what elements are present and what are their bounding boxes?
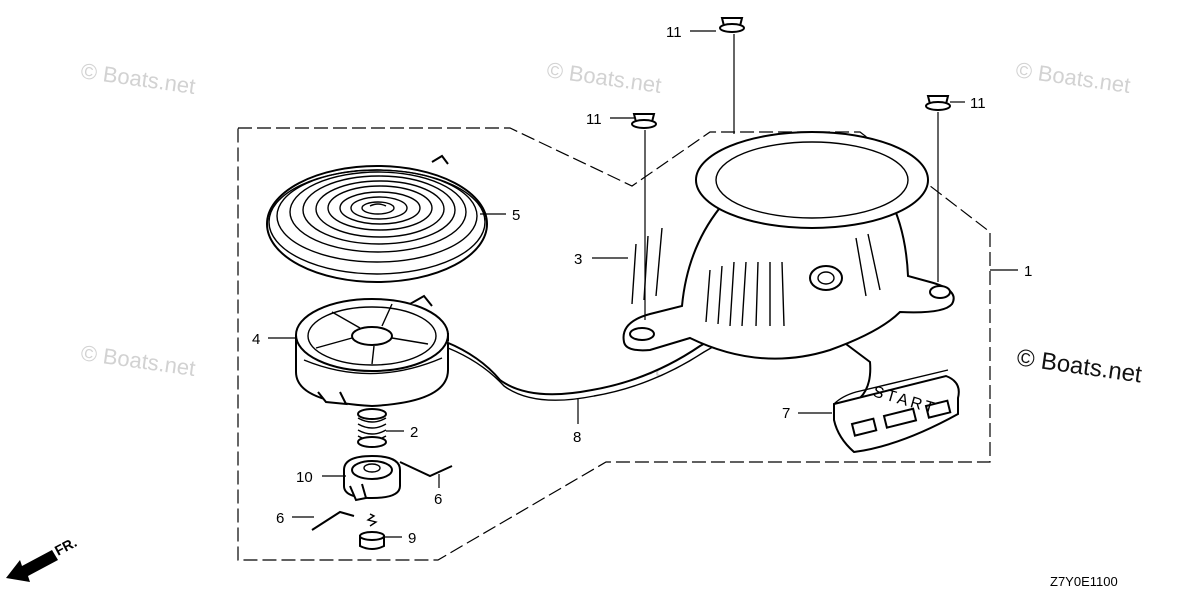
flange-nut-right	[925, 95, 951, 111]
recoil-spring	[266, 154, 488, 283]
flange-nut-top	[719, 17, 745, 33]
callout-9: 9	[408, 530, 416, 547]
callout-2: 2	[410, 424, 418, 441]
watermark-top-left: © Boats.net	[79, 58, 197, 99]
callout-10: 10	[296, 469, 313, 486]
starter-grip: START	[833, 343, 960, 454]
flange-nut-left	[631, 113, 657, 129]
ratchet-spring	[357, 408, 387, 448]
callout-11-top: 11	[666, 24, 682, 41]
callout-3: 3	[574, 251, 582, 268]
set-screw	[359, 513, 385, 550]
front-marker-text: FR.	[52, 534, 79, 559]
callout-4: 4	[252, 331, 260, 348]
diagram-code: Z7Y0E1100	[1050, 574, 1118, 589]
assembly-boundary-dashed	[237, 127, 991, 561]
callout-11-left: 11	[586, 111, 602, 128]
callout-labels: 1 2 3 4 5 6 6 7 8 9 10 11 11 11	[252, 24, 1032, 547]
callout-8: 8	[573, 429, 581, 446]
watermark-top-right: © Boats.net	[1014, 57, 1132, 98]
leader-lines	[268, 30, 1018, 538]
starter-reel	[295, 294, 449, 408]
friction-springs	[311, 461, 453, 531]
callout-6-ratchet-side: 6	[434, 491, 442, 508]
callout-6-lower: 6	[276, 510, 284, 527]
front-direction-marker: FR.	[6, 534, 79, 582]
callout-1: 1	[1024, 263, 1032, 280]
starter-housing	[622, 131, 955, 360]
watermark-top-center: © Boats.net	[545, 57, 663, 98]
callout-7: 7	[782, 405, 790, 422]
callout-5: 5	[512, 207, 520, 224]
front-arrow-icon	[6, 550, 58, 582]
watermark-mid-left: © Boats.net	[79, 340, 197, 381]
callout-11-right: 11	[970, 95, 986, 112]
ratchet	[343, 454, 401, 502]
watermark-main: © Boats.net	[1015, 344, 1144, 388]
